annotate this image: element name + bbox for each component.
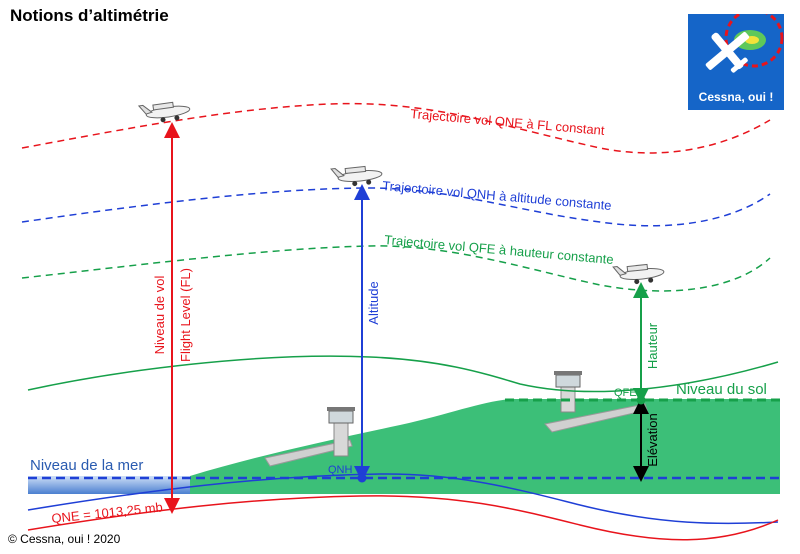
qfe-trajectory xyxy=(21,245,771,292)
logo-text: Cessna, oui ! xyxy=(698,90,774,104)
hauteur-label: Hauteur xyxy=(645,322,660,369)
qnh-point xyxy=(357,473,367,483)
flight-level-label-2: Flight Level (FL) xyxy=(178,268,193,362)
aircraft-qfe-icon xyxy=(612,263,665,285)
qnh-label: QNH xyxy=(328,464,353,476)
runway-sea-level xyxy=(264,439,353,467)
qnh-isobar xyxy=(27,473,779,525)
flight-level-label-1: Niveau de vol xyxy=(152,276,167,355)
qne-trajectory-label: Trajectoire vol QNE à FL constant xyxy=(410,106,606,138)
copyright: © Cessna, oui ! 2020 xyxy=(8,532,121,546)
ground-level-label: Niveau du sol xyxy=(676,381,767,398)
logo: Cessna, oui ! xyxy=(688,14,784,110)
page-title: Notions d’altimétrie xyxy=(10,6,169,25)
aircraft-qnh-icon xyxy=(330,165,383,187)
sea-level-label: Niveau de la mer xyxy=(30,457,143,474)
altitude-label: Altitude xyxy=(366,281,381,324)
control-tower-left xyxy=(327,407,355,457)
logo-plane-icon xyxy=(705,14,784,73)
qfe-label: QFE xyxy=(614,387,637,399)
qfe-isobar xyxy=(27,355,779,393)
qne-trajectory xyxy=(21,102,771,154)
aircraft-qne-icon xyxy=(137,101,191,123)
qnh-trajectory-label: Trajectoire vol QNH à altitude constante xyxy=(382,178,612,213)
qfe-point xyxy=(636,395,646,405)
terrain xyxy=(190,399,780,494)
elevation-label: Elévation xyxy=(645,413,660,466)
qfe-trajectory-label: Trajectoire vol QFE à hauteur constante xyxy=(384,232,614,267)
